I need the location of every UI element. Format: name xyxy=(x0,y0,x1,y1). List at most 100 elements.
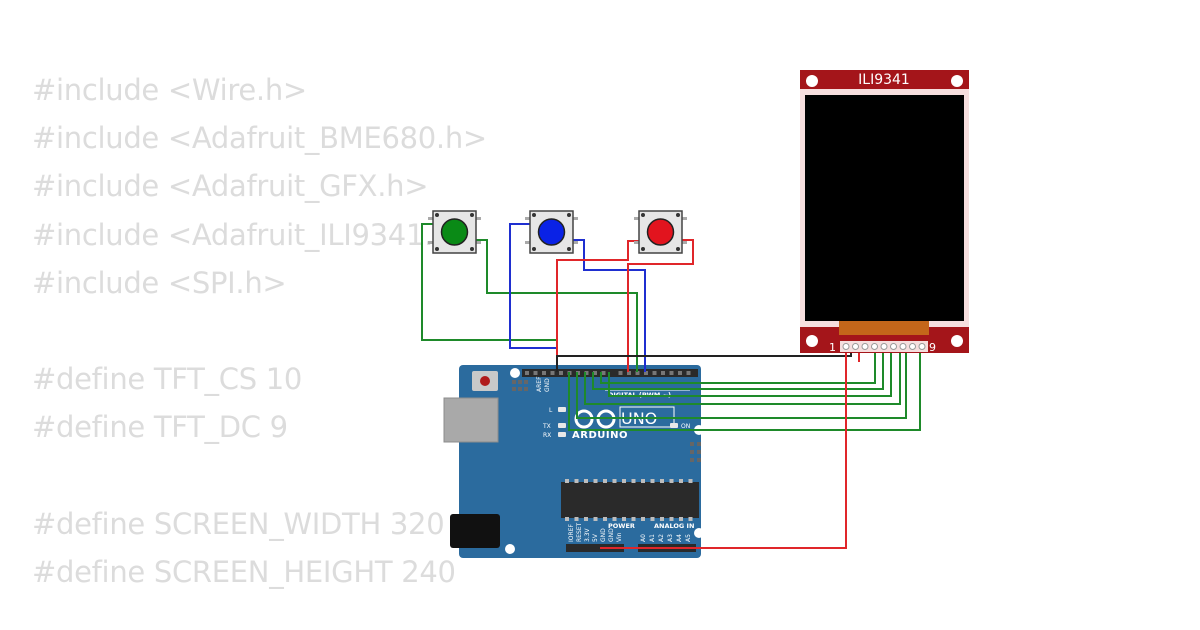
wire-red-btn-left[interactable] xyxy=(556,240,641,372)
digital-pin[interactable] xyxy=(644,371,648,375)
wire-display-1[interactable] xyxy=(600,346,876,384)
button-cap-red[interactable] xyxy=(646,218,675,246)
mount-hole xyxy=(510,368,520,378)
code-line: #define TFT_CS 10 xyxy=(32,362,303,397)
chip-pin xyxy=(688,517,693,521)
chip-pin xyxy=(622,517,626,521)
mount-hole xyxy=(505,544,515,554)
chip-pin xyxy=(584,517,588,521)
button-leg xyxy=(634,217,639,220)
button-leg xyxy=(428,241,433,244)
icsp-header xyxy=(512,380,528,391)
wire-5v-display[interactable] xyxy=(600,346,847,549)
button-leg xyxy=(634,241,639,244)
digital-pin[interactable] xyxy=(550,371,555,375)
chip-pin xyxy=(565,479,569,483)
wire-red-btn-right[interactable] xyxy=(627,239,694,372)
display-pin[interactable] xyxy=(880,343,888,350)
chip-pin xyxy=(565,517,569,521)
display-pin[interactable] xyxy=(861,343,869,350)
icsp-header-right xyxy=(690,442,701,462)
display-mount-hole xyxy=(806,75,818,87)
chip-pin xyxy=(612,517,617,521)
button-corner xyxy=(676,213,680,217)
button-leg xyxy=(525,217,530,220)
code-line: #define SCREEN_WIDTH 320 xyxy=(32,506,445,541)
l-led xyxy=(558,407,566,412)
wire-display-4[interactable] xyxy=(584,346,901,405)
button-cap-green[interactable] xyxy=(440,218,469,246)
digital-pin[interactable] xyxy=(652,371,657,375)
digital-pin[interactable] xyxy=(601,371,606,375)
wires xyxy=(421,223,921,549)
usb-connector xyxy=(444,398,498,442)
wire-blue-btn-left[interactable] xyxy=(509,223,557,349)
chip-pin xyxy=(574,517,579,521)
analog-pin-label: A2 xyxy=(658,534,665,542)
chip-pin xyxy=(650,479,655,483)
power-pin-label: GND xyxy=(600,528,607,542)
digital-pin[interactable] xyxy=(686,371,691,375)
display-pin[interactable] xyxy=(890,343,897,350)
chip-pin xyxy=(650,517,655,521)
chip-pin xyxy=(641,517,645,521)
power-pin-label: 3.3V xyxy=(584,527,591,542)
digital-pin[interactable] xyxy=(635,371,640,375)
digital-pin[interactable] xyxy=(533,371,538,375)
wire-display-3[interactable] xyxy=(608,346,892,397)
chip-pin xyxy=(679,479,683,483)
chip-pin xyxy=(574,479,579,483)
power-pin-label: IOREF xyxy=(568,524,575,542)
power-pin-label: GND xyxy=(608,528,615,542)
code-line: #include <Adafruit_BME680.h> xyxy=(32,121,487,156)
power-pin-label: Vin xyxy=(616,532,623,542)
pushbutton-blue[interactable] xyxy=(525,210,578,254)
chip-pin xyxy=(584,479,588,483)
digital-pin[interactable] xyxy=(678,371,682,375)
display-pin[interactable] xyxy=(842,343,850,350)
digital-pin[interactable] xyxy=(593,371,597,375)
digital-pin[interactable] xyxy=(584,371,589,375)
wire-display-2[interactable] xyxy=(592,346,884,390)
tx-led xyxy=(558,423,566,428)
digital-pin[interactable] xyxy=(669,371,674,375)
display-pin[interactable] xyxy=(918,343,926,350)
button-leg xyxy=(682,217,687,220)
button-corner xyxy=(676,247,680,251)
arduino-brand-label: ARDUINO xyxy=(572,430,628,441)
display-pin[interactable] xyxy=(852,343,859,350)
display-pin[interactable] xyxy=(871,343,878,350)
ili9341-display[interactable]: ILI9341 1 9 xyxy=(800,70,969,354)
arduino-uno-board[interactable]: AREF GND DIGITAL (PWM ~) L TX RX UNO ARD… xyxy=(443,365,704,558)
code-line: #define TFT_DC 9 xyxy=(32,410,288,445)
digital-pin[interactable] xyxy=(559,371,563,375)
digital-pin[interactable] xyxy=(627,371,631,375)
wire-green-btn-right[interactable] xyxy=(475,239,638,372)
analog-pin-label: A5 xyxy=(685,534,692,542)
wire-display-5[interactable] xyxy=(576,346,907,419)
chip-pin xyxy=(593,517,598,521)
tx-label: TX xyxy=(542,423,551,430)
pushbutton-green[interactable] xyxy=(428,210,481,254)
wire-display-6[interactable] xyxy=(568,346,921,431)
display-pin-last: 9 xyxy=(929,341,936,354)
on-label: ON xyxy=(681,423,690,430)
digital-pin[interactable] xyxy=(525,371,529,375)
wire-blue-btn-right[interactable] xyxy=(571,239,646,372)
chip-pin xyxy=(669,517,674,521)
chip-pin xyxy=(641,479,645,483)
button-cap-blue[interactable] xyxy=(537,218,566,246)
digital-pin[interactable] xyxy=(661,371,665,375)
mount-hole xyxy=(694,528,704,538)
digital-pin[interactable] xyxy=(618,371,623,375)
code-listing: #include <Wire.h>#include <Adafruit_BME6… xyxy=(32,66,487,596)
chip-pin xyxy=(679,517,683,521)
power-header[interactable] xyxy=(566,544,624,552)
display-pin[interactable] xyxy=(909,343,916,350)
pushbutton-red[interactable] xyxy=(634,210,687,254)
rx-led xyxy=(558,432,566,437)
digital-pin[interactable] xyxy=(542,371,546,375)
display-pin[interactable] xyxy=(899,343,907,350)
chip-pin xyxy=(593,479,598,483)
